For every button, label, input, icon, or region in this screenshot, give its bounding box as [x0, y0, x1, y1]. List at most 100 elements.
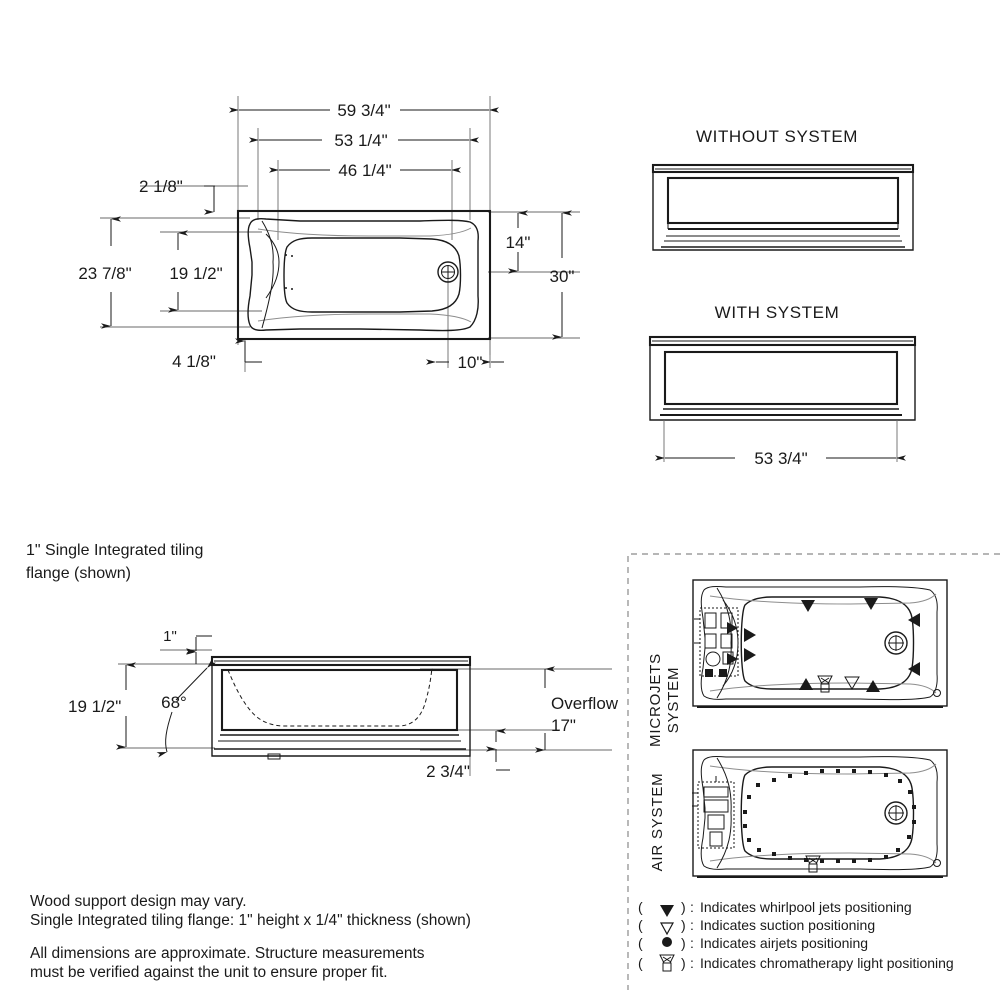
dim-overflow-label: Overflow — [551, 694, 619, 713]
plan-extension-lines — [100, 96, 580, 372]
legend-text-2: Indicates suction positioning — [700, 917, 875, 933]
air-jet-markers — [743, 769, 916, 863]
air-light-marker — [805, 855, 821, 873]
section-inner-panel — [220, 668, 459, 732]
dimension-flange-width: 23 7/8" — [78, 216, 132, 329]
note-line-4: must be verified against the unit to ens… — [30, 964, 388, 981]
dimension-flange-length: 53 1/4" — [249, 131, 479, 150]
legend-block: ( ) : Indicates whirlpool jets positioni… — [638, 899, 954, 972]
plan-ledge-mark-2 — [291, 255, 293, 257]
air-system-label: AIR SYSTEM — [649, 773, 666, 872]
plan-tub-rim-outline — [247, 217, 479, 332]
dim-flange-height-label: 1" — [163, 628, 177, 645]
microjets-pump-assembly — [694, 607, 739, 677]
dimension-drain-from-top: 14" — [506, 210, 531, 274]
without-system-flange-cap — [651, 163, 915, 174]
section-body-outline — [211, 665, 471, 757]
legend-separator-2: : — [690, 917, 694, 933]
dim-flange-length-label: 53 1/4" — [334, 131, 387, 150]
with-system-view: WITH SYSTEM 53 3/4" — [648, 303, 917, 468]
dimension-section-height: 19 1/2" — [68, 662, 136, 750]
dim-inner-length-label: 46 1/4" — [338, 161, 391, 180]
filled-triangle-icon — [660, 905, 674, 917]
legend-text-1: Indicates whirlpool jets positioning — [700, 899, 912, 915]
air-crease-top — [709, 763, 937, 775]
dim-base-height-label: 2 3/4" — [426, 762, 470, 781]
section-extension-lines — [118, 649, 612, 776]
dimension-overall-width: 30" — [550, 210, 574, 340]
legend-text-3: Indicates airjets positioning — [700, 935, 868, 951]
dimension-overflow: Overflow 17" — [535, 666, 619, 753]
dim-section-height-label: 19 1/2" — [68, 697, 121, 716]
air-drain-icon — [884, 801, 908, 825]
legend-open-paren-2: ( — [638, 917, 643, 933]
legend-close-paren-1: ) — [681, 899, 686, 915]
plan-tub-crease-top — [257, 227, 472, 237]
note-line-3: All dimensions are approximate. Structur… — [30, 945, 425, 962]
with-system-title: WITH SYSTEM — [715, 303, 840, 322]
dim-overall-length-label: 59 3/4" — [337, 101, 390, 120]
dim-top-offset-label: 2 1/8" — [139, 177, 183, 196]
legend-text-4: Indicates chromatherapy light positionin… — [700, 955, 954, 971]
dimension-inner-length: 46 1/4" — [269, 161, 461, 180]
legend-row-whirlpool-jets: ( ) : Indicates whirlpool jets positioni… — [638, 899, 912, 917]
legend-separator-4: : — [690, 955, 694, 971]
microjets-light-marker — [817, 675, 833, 693]
legend-open-paren-3: ( — [638, 935, 643, 951]
light-bulb-icon — [659, 954, 675, 972]
dim-drain-from-top-label: 14" — [506, 233, 531, 252]
note-line-1: Wood support design may vary. — [30, 893, 247, 910]
air-crease-bottom — [709, 852, 937, 864]
air-label-line1: AIR SYSTEM — [649, 773, 666, 872]
dim-inner-width-label: 19 1/2" — [169, 264, 222, 283]
plan-ledge-mark-3 — [285, 287, 287, 289]
dimension-flange-height: 1" — [163, 628, 212, 664]
air-overflow-hole — [933, 859, 941, 867]
dimension-top-offset: 2 1/8" — [139, 177, 215, 215]
air-tub-drawing — [692, 749, 948, 879]
microjets-label-line2: SYSTEM — [665, 667, 682, 733]
dimension-overall-length: 59 3/4" — [229, 101, 499, 120]
with-system-apron-panel — [663, 350, 899, 406]
plan-ledge-mark-1 — [285, 254, 287, 256]
section-view-group: 1" Single Integrated tiling flange (show… — [26, 542, 619, 781]
dim-overflow-height-label: 17" — [551, 716, 576, 735]
microjets-left-contour — [716, 587, 732, 699]
air-left-contour — [716, 757, 732, 869]
systems-panel-border — [627, 553, 1000, 990]
microjets-overflow-hole — [933, 689, 941, 697]
microjets-basin-outline — [740, 596, 915, 690]
microjets-system-label: MICROJETS SYSTEM — [647, 653, 682, 747]
dim-bottom-offset-label: 4 1/8" — [172, 352, 216, 371]
legend-row-suction: ( ) : Indicates suction positioning — [638, 917, 875, 936]
microjets-rim-outline — [700, 585, 938, 701]
dimension-drain-from-end: 10" — [426, 353, 504, 372]
without-system-title: WITHOUT SYSTEM — [696, 127, 858, 146]
legend-open-paren-4: ( — [638, 955, 643, 971]
legend-close-paren-3: ) — [681, 935, 686, 951]
plan-tub-headrest-left — [265, 233, 280, 299]
air-rim-outline — [700, 755, 938, 871]
dim-flange-angle-label: 68° — [161, 693, 187, 712]
microjets-jet-markers — [727, 598, 920, 692]
microjets-drain-icon — [884, 631, 908, 655]
plan-tub-basin-outline — [283, 237, 462, 313]
legend-row-chromatherapy: ( ) : Indicates chromatherapy light posi… — [638, 954, 954, 972]
dimension-inner-width: 19 1/2" — [168, 230, 223, 313]
dimension-bottom-offset: 4 1/8" — [172, 338, 262, 371]
legend-open-paren-1: ( — [638, 899, 643, 915]
section-flange-cap — [210, 655, 472, 667]
air-basin-outline — [740, 766, 915, 860]
legend-close-paren-2: ) — [681, 917, 686, 933]
plan-tub-outer-rect — [236, 209, 492, 341]
with-system-flange-cap — [648, 335, 917, 347]
open-triangle-icon — [659, 922, 675, 936]
dimension-flange-angle: 68° — [156, 658, 216, 758]
dim-flange-width-label: 23 7/8" — [78, 264, 131, 283]
legend-row-airjets: ( ) : Indicates airjets positioning — [638, 935, 868, 951]
plan-tub-crease-bottom — [257, 313, 472, 323]
plan-view-group: 59 3/4" 53 1/4" 46 1/4" — [78, 96, 580, 372]
microjets-suction-marker — [844, 676, 860, 690]
microjets-crease-top — [709, 593, 937, 605]
